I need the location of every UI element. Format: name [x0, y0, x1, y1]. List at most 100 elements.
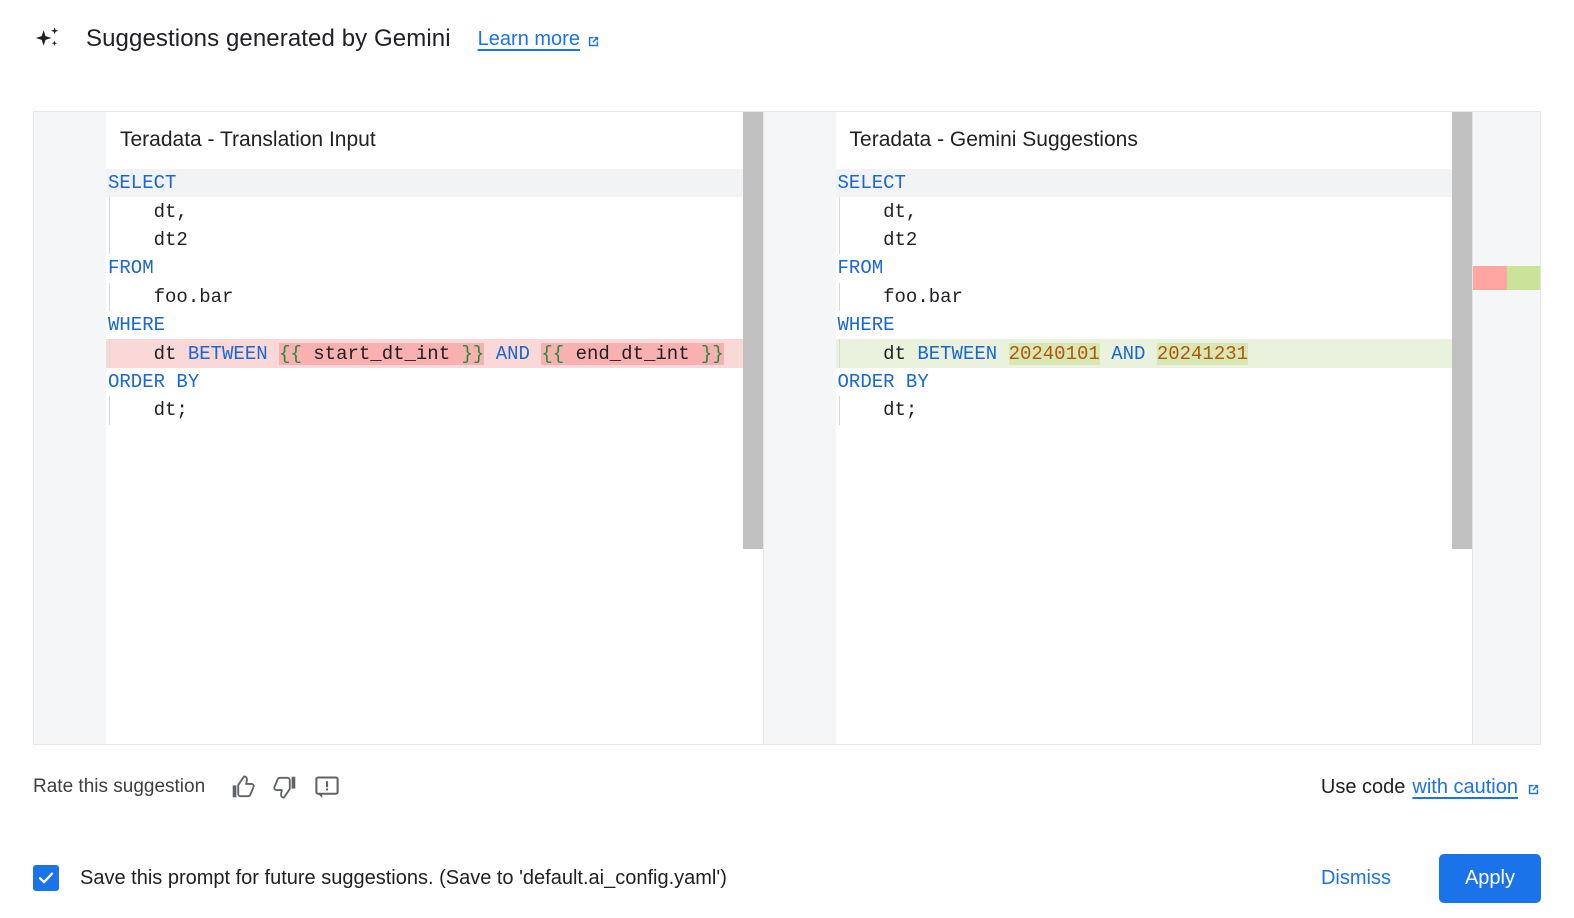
save-prompt-label: Save this prompt for future suggestions.… — [80, 866, 727, 889]
code-line: 6WHERE — [106, 311, 763, 339]
code-line: 8ORDER BY — [836, 368, 1540, 396]
code-line: 8ORDER BY — [106, 368, 763, 396]
line-text: dt; — [836, 399, 918, 422]
line-text: dt BETWEEN {{ start_dt_int }} AND {{ end… — [106, 342, 724, 365]
page-title: Suggestions generated by Gemini — [86, 25, 451, 52]
footer-actions: Dismiss Apply — [1305, 853, 1541, 903]
thumb-down-icon[interactable] — [272, 774, 298, 800]
panel-footer: Save this prompt for future suggestions.… — [0, 838, 1574, 918]
learn-more-label: Learn more — [477, 27, 580, 50]
vertical-scrollbar-left[interactable] — [742, 112, 763, 744]
dismiss-button[interactable]: Dismiss — [1305, 857, 1407, 900]
code-line: 3 dt2 — [836, 225, 1540, 255]
line-text: FROM — [836, 257, 884, 279]
line-text: SELECT — [106, 172, 176, 194]
indent-guide — [109, 396, 110, 425]
code-line: 9 dt; — [106, 396, 763, 425]
code-token: dt; — [108, 399, 188, 422]
code-lines-left: 1SELECT2 dt,3 dt24FROM5 foo.bar6WHERE7– … — [106, 169, 763, 425]
code-token: dt; — [837, 399, 918, 422]
line-text: dt2 — [836, 228, 918, 251]
code-token: dt, — [108, 200, 188, 223]
code-lines-right: 1SELECT2 dt,3 dt24FROM5 foo.bar6WHERE7+ … — [835, 169, 1540, 425]
indent-guide — [838, 339, 840, 368]
code-line: 1SELECT — [106, 169, 763, 198]
rate-controls: Rate this suggestion — [33, 774, 340, 800]
code-token: AND — [495, 342, 530, 365]
indent-guide — [838, 282, 840, 311]
line-background — [836, 311, 1540, 339]
code-line: 4FROM — [106, 254, 763, 282]
indent-guide — [109, 282, 110, 311]
pane-title-right: Teradata - Gemini Suggestions — [849, 128, 1138, 151]
save-prompt-checkbox[interactable] — [33, 865, 59, 891]
indent-guide — [109, 197, 110, 226]
with-caution-link[interactable]: with caution — [1412, 775, 1518, 798]
line-text: dt, — [836, 201, 917, 223]
line-background — [106, 226, 763, 254]
rate-icon-group — [230, 774, 340, 800]
code-token: SELECT — [837, 172, 906, 195]
line-text: ORDER BY — [836, 371, 929, 393]
code-token: dt2 — [108, 228, 188, 251]
code-token — [1100, 343, 1111, 365]
line-background — [106, 396, 763, 424]
code-token: ORDER BY — [837, 370, 929, 393]
pane-divider — [762, 112, 764, 744]
rate-suggestion-bar: Rate this suggestion — [33, 765, 1541, 809]
external-link-icon — [586, 32, 601, 47]
line-text: dt, — [106, 201, 188, 223]
code-line: 2 dt, — [106, 197, 763, 226]
apply-button[interactable]: Apply — [1438, 853, 1541, 903]
line-text: dt; — [106, 399, 188, 421]
overview-add-marker — [1507, 266, 1540, 290]
thumb-up-icon[interactable] — [230, 774, 256, 800]
line-text: WHERE — [106, 314, 165, 336]
code-token: }} — [461, 342, 485, 365]
use-code-prefix: Use code — [1320, 775, 1406, 798]
external-link-icon — [1526, 780, 1541, 795]
code-token — [484, 343, 495, 365]
code-line: 1SELECT — [835, 169, 1540, 198]
diff-pane-left: Teradata - Translation Input 1SELECT2 dt… — [34, 112, 763, 744]
code-token: dt2 — [837, 228, 918, 251]
code-token: 20240101 — [1008, 342, 1100, 365]
line-background — [106, 311, 763, 339]
indent-guide — [838, 396, 840, 425]
code-token: foo.bar — [837, 285, 963, 308]
report-feedback-icon[interactable] — [314, 774, 340, 800]
code-token: }} — [701, 342, 724, 365]
code-token: BETWEEN — [187, 342, 268, 365]
line-background — [836, 254, 1540, 282]
line-text: foo.bar — [836, 286, 963, 308]
code-line: 5 foo.bar — [836, 282, 1540, 311]
line-background — [836, 197, 1540, 225]
code-token — [1145, 343, 1156, 365]
line-text: dt BETWEEN 20240101 AND 20241231 — [836, 342, 1249, 365]
overview-ruler[interactable] — [1472, 112, 1540, 744]
diff-pane-right: Teradata - Gemini Suggestions 1SELECT2 d… — [763, 112, 1540, 744]
code-area-right[interactable]: Teradata - Gemini Suggestions 1SELECT2 d… — [835, 112, 1540, 744]
vertical-scrollbar-right[interactable] — [1452, 112, 1472, 744]
scrollbar-thumb[interactable] — [742, 112, 763, 549]
code-token: foo.bar — [108, 285, 234, 308]
code-line: 9 dt; — [836, 396, 1540, 425]
line-text: ORDER BY — [106, 371, 199, 393]
code-token: FROM — [108, 257, 154, 280]
code-token: SELECT — [108, 172, 177, 195]
rate-label: Rate this suggestion — [33, 776, 206, 797]
diff-viewer: Teradata - Translation Input 1SELECT2 dt… — [33, 111, 1541, 745]
line-number-gutter-right — [763, 112, 836, 744]
line-background — [836, 368, 1540, 396]
code-token — [997, 343, 1008, 365]
line-text: WHERE — [836, 314, 895, 336]
scrollbar-thumb[interactable] — [1452, 112, 1472, 549]
code-area-left[interactable]: Teradata - Translation Input 1SELECT2 dt… — [106, 112, 763, 744]
learn-more-link[interactable]: Learn more — [478, 28, 601, 51]
line-text: SELECT — [836, 172, 906, 194]
line-background — [836, 226, 1540, 254]
line-background — [106, 368, 763, 396]
line-background — [836, 396, 1540, 424]
line-text: dt2 — [106, 229, 188, 251]
